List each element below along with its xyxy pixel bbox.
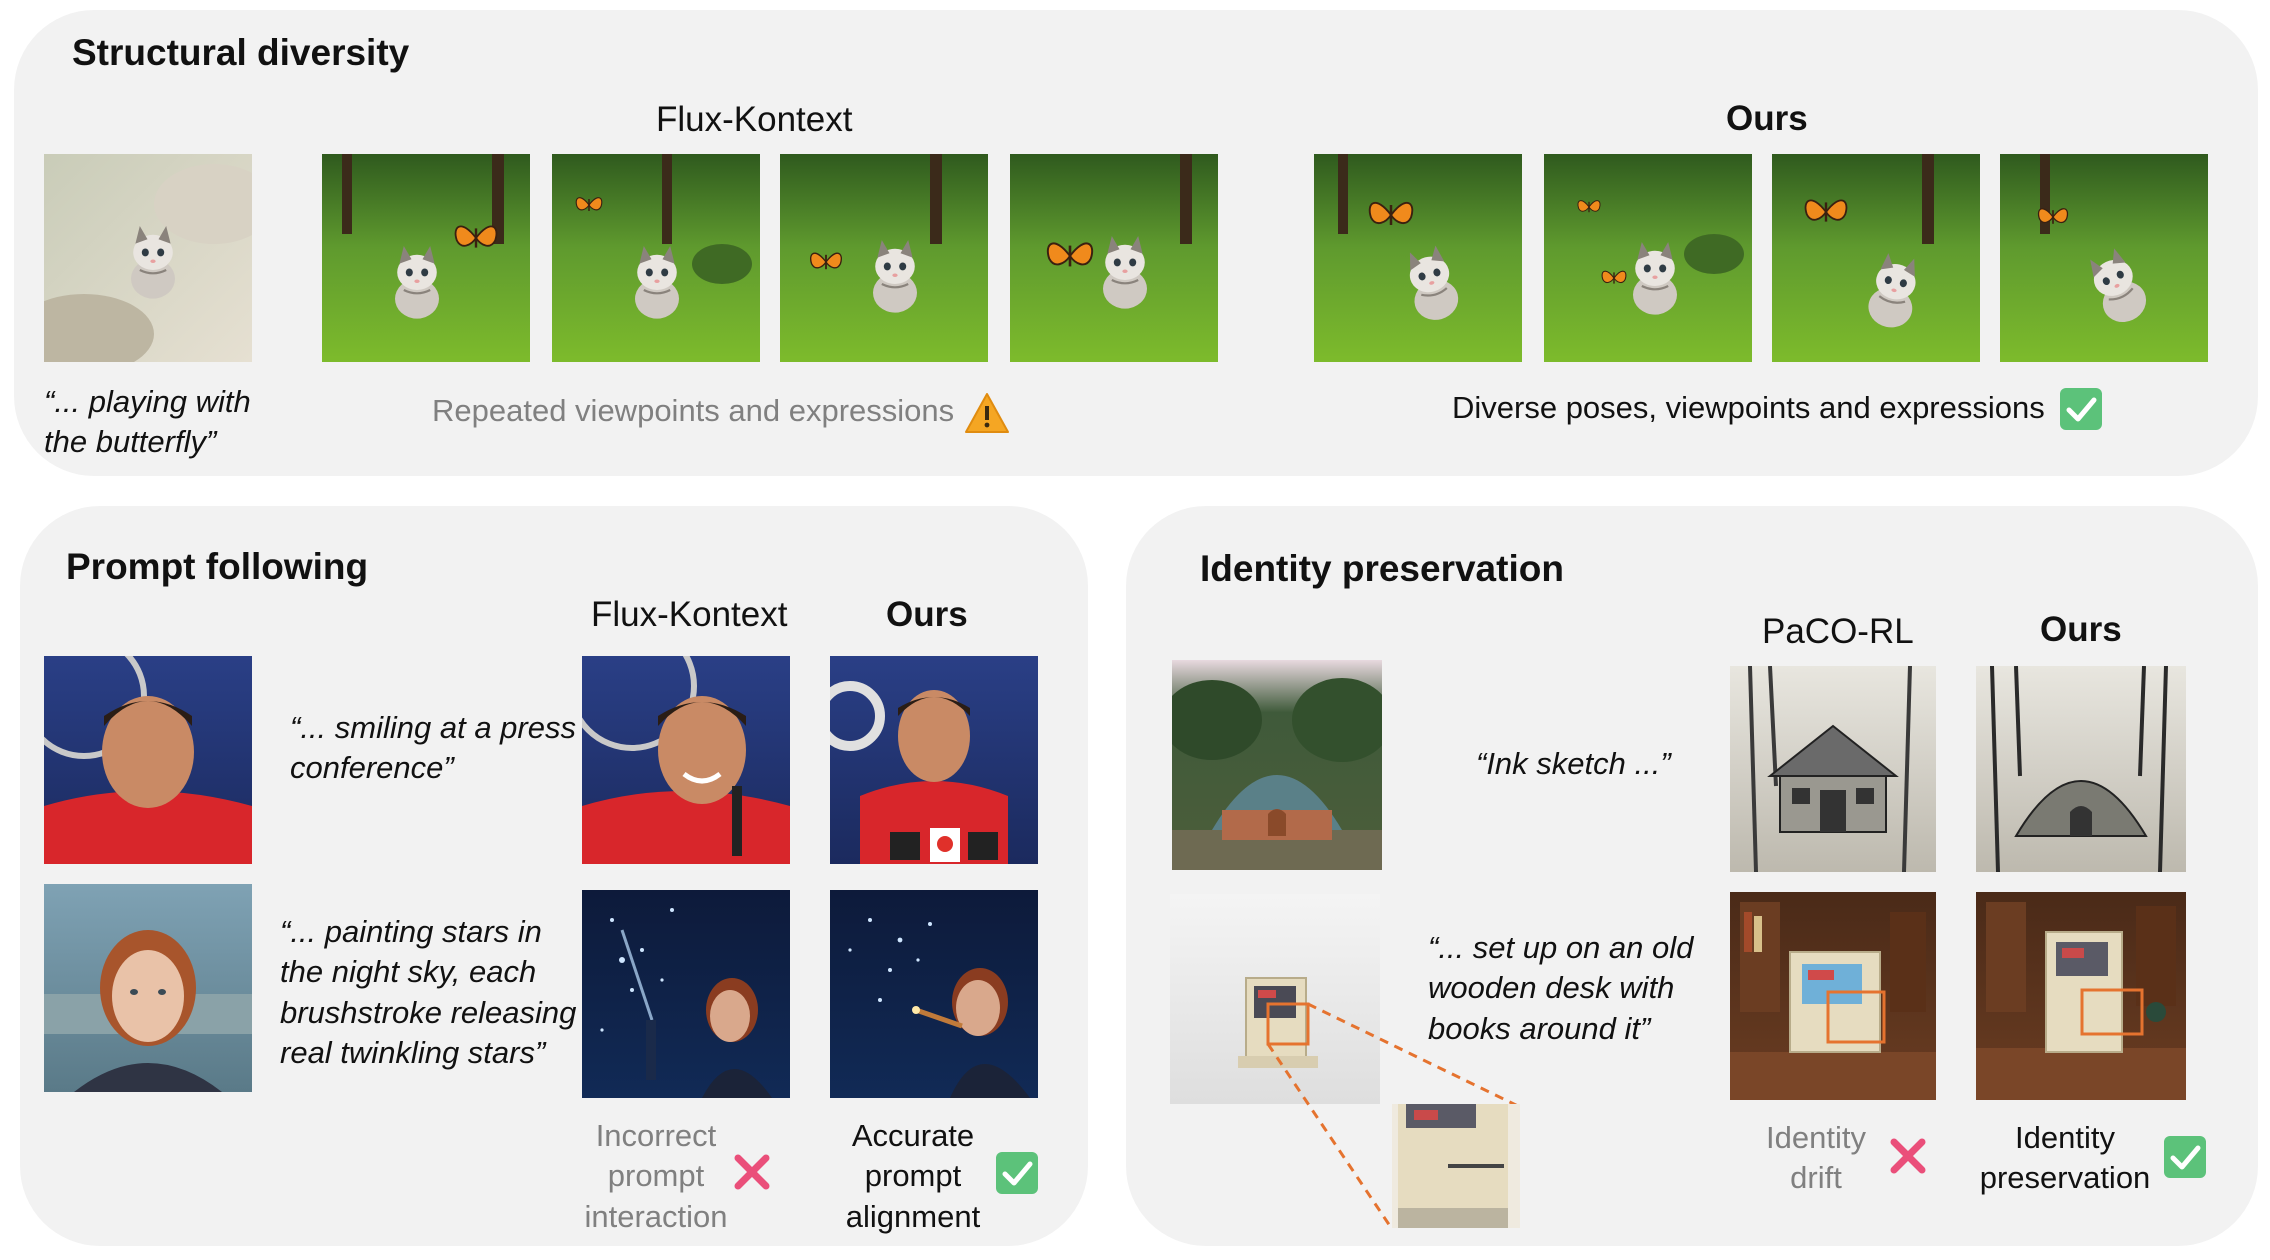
cross-icon [732, 1152, 772, 1192]
flux-kitten-image-2 [552, 154, 760, 362]
prompt-following-title: Prompt following [66, 546, 369, 587]
ours-kitten-image-1 [1314, 154, 1522, 362]
ours-identity-caption: Identity preservation [1979, 1120, 2151, 1196]
paco-computer-desk-image [1730, 892, 1936, 1100]
check-icon [2164, 1136, 2206, 1178]
input-tennis-player-image [44, 656, 252, 864]
identity-prompt-2: “... set up on an old wooden desk with b… [1428, 930, 1694, 1046]
ours-prompt-caption: Accurate prompt alignment [845, 1118, 981, 1234]
structural-diversity-title: Structural diversity [72, 32, 410, 73]
zoom-lines [1266, 1002, 1519, 1227]
ours-kitten-image-2 [1544, 154, 1752, 362]
warning-icon [964, 392, 1010, 434]
identity-prompt-1: “Ink sketch ...” [1476, 746, 1671, 781]
cross-icon [1888, 1136, 1928, 1176]
prompt-following-prompt-2: “... painting stars in the night sky, ea… [280, 914, 577, 1070]
prompt-following-prompt-1: “... smiling at a press conference” [290, 710, 576, 786]
flux-structural-caption: Repeated viewpoints and expressions [432, 393, 955, 428]
flux-tennis-player-image [582, 656, 790, 864]
ours-hut-sketch-image [1976, 666, 2186, 872]
ours-kitten-image-4 [2000, 154, 2208, 362]
ours-painter-image [830, 890, 1038, 1098]
ours-kitten-image-3 [1772, 154, 1980, 362]
structural-ours-label: Ours [1726, 99, 1808, 138]
identity-preservation-panel [1126, 506, 2258, 1246]
prompt-following-panel [20, 506, 1088, 1246]
ours-structural-caption: Diverse poses, viewpoints and expression… [1452, 390, 2045, 425]
check-icon [2060, 388, 2102, 430]
input-kitten-image [44, 154, 252, 362]
zoom-inset-image [1392, 1104, 1520, 1228]
input-woman-portrait-image [44, 884, 252, 1092]
input-hut-image [1172, 660, 1382, 870]
identity-ours-label: Ours [2040, 610, 2122, 649]
flux-painter-image [582, 890, 790, 1098]
prompt-flux-label: Flux-Kontext [591, 595, 788, 634]
input-computer-image [1170, 894, 1380, 1104]
identity-paco-label: PaCO-RL [1762, 612, 1914, 651]
structural-flux-label: Flux-Kontext [656, 100, 853, 139]
ours-computer-desk-image [1976, 892, 2186, 1100]
flux-kitten-image-4 [1010, 154, 1218, 362]
flux-prompt-caption: Incorrect prompt interaction [584, 1118, 728, 1234]
paco-identity-caption: Identity drift [1766, 1120, 1866, 1196]
flux-kitten-image-3 [780, 154, 988, 362]
ours-tennis-player-image [830, 656, 1038, 864]
prompt-ours-label: Ours [886, 595, 968, 634]
flux-kitten-image-1 [322, 154, 530, 362]
paco-hut-sketch-image [1730, 666, 1936, 872]
structural-prompt: “... playing with the butterfly” [44, 384, 251, 460]
identity-preservation-title: Identity preservation [1200, 548, 1564, 589]
check-icon [996, 1152, 1038, 1194]
